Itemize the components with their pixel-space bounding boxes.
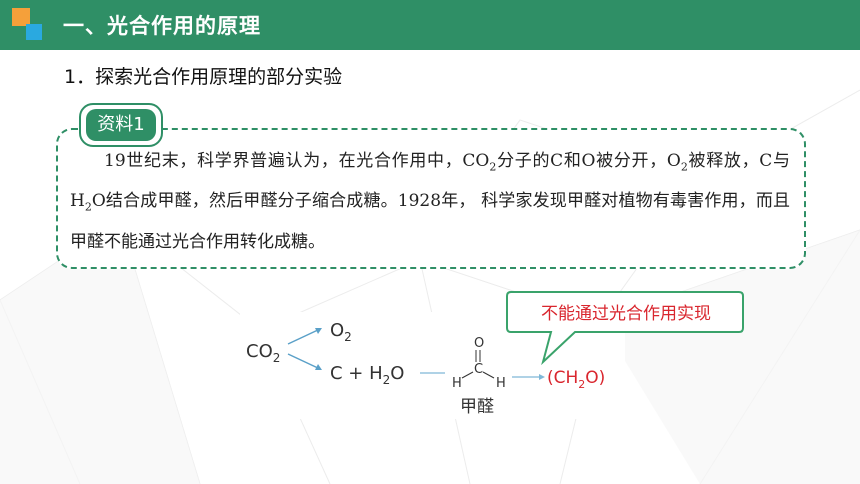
bond-h-left — [461, 371, 474, 379]
arrowhead-c — [315, 364, 322, 370]
header-bar — [0, 0, 860, 50]
formaldehyde-c-atom: C — [474, 362, 483, 377]
arrow-to-c — [287, 353, 321, 370]
para-text-2: 分子的C和O被分开，O — [496, 151, 681, 171]
para-text-3: 被释放，C与H — [70, 151, 790, 212]
o2-label: O2 — [330, 320, 352, 344]
page-title: 一、光合作用的原理 — [63, 14, 261, 38]
logo-square-blue — [26, 24, 42, 40]
logo-square-orange — [12, 8, 30, 26]
co2-label: CO2 — [246, 341, 280, 365]
arrowhead-o2 — [315, 328, 322, 334]
formaldehyde-o-atom: O — [474, 336, 484, 351]
arrow-to-o2 — [287, 328, 321, 345]
c-plus-h2o-label: C + H2O — [330, 363, 404, 387]
section-subtitle: 1．探索光合作用原理的部分实验 — [64, 66, 343, 88]
logo-mark — [0, 0, 50, 50]
para-sub-2: 2 — [680, 160, 688, 174]
material-tag: 资料1 — [79, 103, 163, 147]
para-sub-1: 2 — [489, 160, 497, 174]
para-sub-3: 2 — [84, 200, 92, 214]
material-tag-label: 资料1 — [86, 109, 156, 141]
para-text-1: 19世纪末，科学界普遍认为，在光合作用中，CO — [104, 151, 490, 171]
formaldehyde-h-right: H — [496, 376, 506, 391]
arrowhead-sugar — [539, 374, 545, 380]
formaldehyde-label: 甲醛 — [460, 397, 494, 417]
bond-h-right — [482, 371, 495, 379]
sugar-label: (CH2O) — [547, 368, 605, 391]
reaction-diagram-svg: CO2 O2 C + H2O O C H H 甲醛 (CH2O) — [246, 320, 605, 417]
para-text-4: O结合成甲醛，然后甲醛分子缩合成糖。1928年， 科学家发现甲醛对植物有毒害作用… — [70, 191, 790, 252]
callout-text: 不能通过光合作用实现 — [541, 304, 711, 324]
formaldehyde-h-left: H — [452, 376, 462, 391]
material-box — [56, 128, 806, 269]
material-paragraph: 19世纪末，科学界普遍认为，在光合作用中，CO2分子的C和O被分开，O2被释放，… — [70, 144, 790, 260]
callout-bubble — [506, 291, 744, 366]
